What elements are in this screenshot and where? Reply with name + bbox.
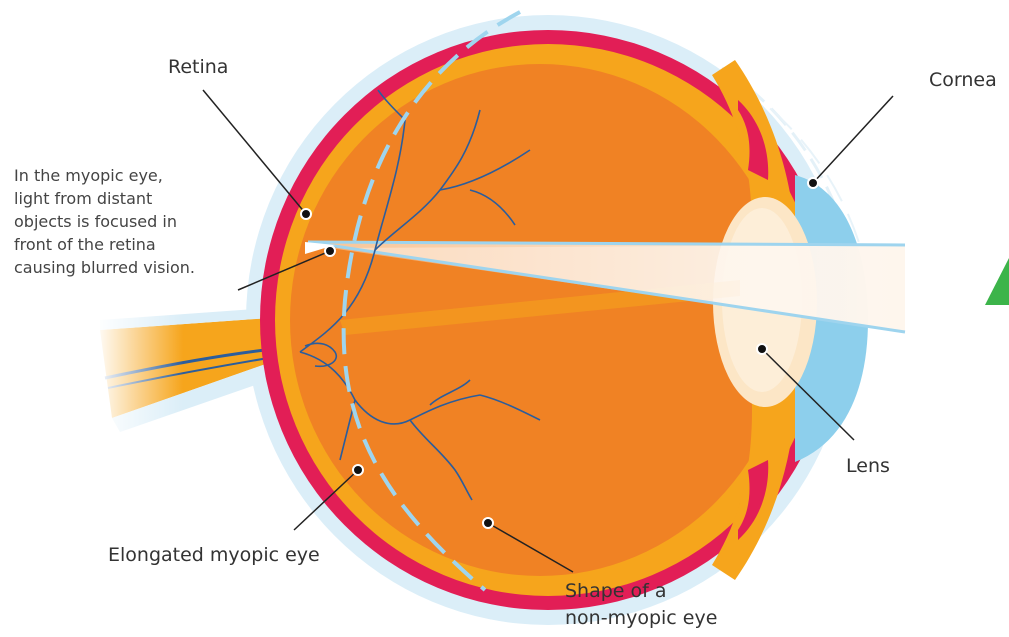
cornea-label: Cornea (929, 68, 997, 92)
lens-label: Lens (846, 454, 890, 478)
green-arrow-fragment (985, 258, 1009, 305)
non-myopic-eye-label: Shape of a non-myopic eye (565, 578, 717, 632)
myopia-description: In the myopic eye, light from distant ob… (14, 164, 244, 279)
elongated-myopic-eye-label: Elongated myopic eye (108, 543, 320, 567)
retina-label: Retina (168, 55, 228, 79)
